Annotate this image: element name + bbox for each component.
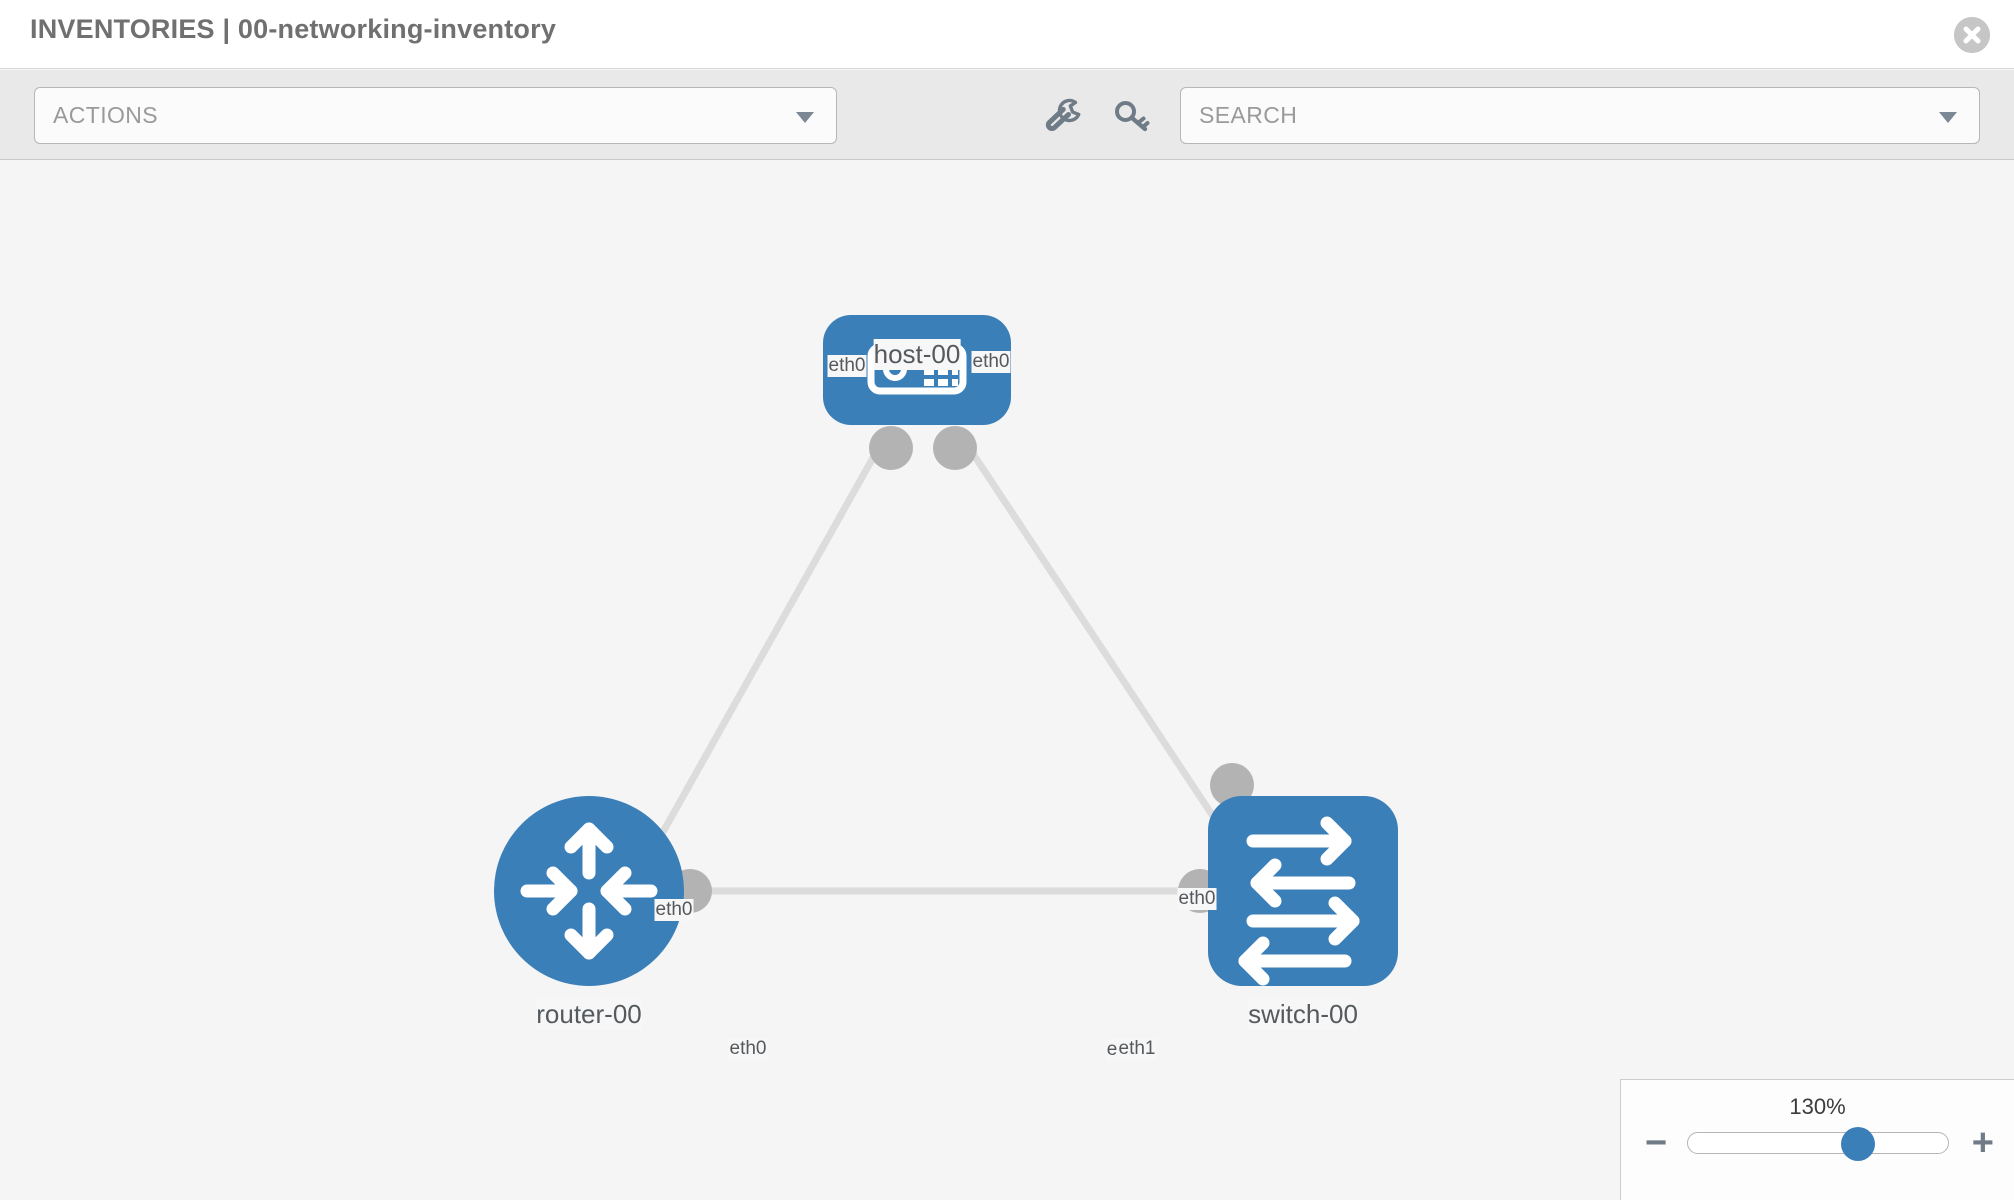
switch-icon <box>1238 816 1360 986</box>
node-label-switch-00: switch-00 <box>1248 999 1358 1030</box>
zoom-slider-track[interactable] <box>1687 1127 1949 1161</box>
node-label-host-00: host-00 <box>873 339 961 370</box>
key-icon <box>1115 101 1150 132</box>
edges-layer <box>636 429 1239 895</box>
wrench-icon <box>1045 98 1081 132</box>
connector-host00-right[interactable] <box>933 426 977 470</box>
node-switch-00[interactable] <box>1208 796 1398 986</box>
page-header: INVENTORIES | 00-networking-inventory <box>0 0 2014 69</box>
topology-graph <box>494 315 1398 986</box>
zoom-in-button[interactable]: + <box>1971 1122 1994 1164</box>
edge-label-switch00-to-router00: eth1 <box>1117 1038 1157 1060</box>
search-input[interactable]: SEARCH <box>1180 87 1980 144</box>
zoom-panel: 130% − + <box>1620 1079 2014 1200</box>
key-button[interactable] <box>1112 96 1152 136</box>
toolbar: ACTIONS SEARCH <box>0 70 2014 160</box>
close-button[interactable] <box>1954 17 1990 53</box>
edge-label-host00-to-switch00: eth0 <box>971 351 1011 373</box>
edge-label-host00-to-router00: eth0 <box>827 355 867 377</box>
edge-host00-switch00[interactable] <box>955 429 1239 853</box>
node-router-00[interactable] <box>494 796 684 986</box>
edge-label-router00-from-host00: eth0 <box>654 899 694 921</box>
node-label-router-00: router-00 <box>536 999 642 1030</box>
actions-dropdown[interactable]: ACTIONS <box>34 87 837 144</box>
search-placeholder: SEARCH <box>1199 102 1298 128</box>
wrench-button[interactable] <box>1045 96 1085 136</box>
edge-host00-router00[interactable] <box>636 429 892 875</box>
router-icon <box>520 822 658 960</box>
close-icon <box>1954 17 1990 53</box>
actions-dropdown-label: ACTIONS <box>53 102 159 128</box>
topology-canvas[interactable]: host-00 router-00 switch-00 eth0 eth0 et… <box>0 161 2014 1200</box>
chevron-down-icon <box>796 112 814 123</box>
edge-label-router00-to-switch00: eth0 <box>728 1038 768 1060</box>
chevron-down-icon <box>1939 112 1957 123</box>
edge-label-switch00-from-host00: eth0 <box>1177 888 1217 910</box>
zoom-out-button[interactable]: − <box>1645 1122 1668 1164</box>
connector-host00-left[interactable] <box>869 426 913 470</box>
page-title: INVENTORIES | 00-networking-inventory <box>30 14 557 44</box>
zoom-slider-thumb[interactable] <box>1841 1127 1876 1161</box>
zoom-level-value: 130% <box>1789 1094 1846 1119</box>
